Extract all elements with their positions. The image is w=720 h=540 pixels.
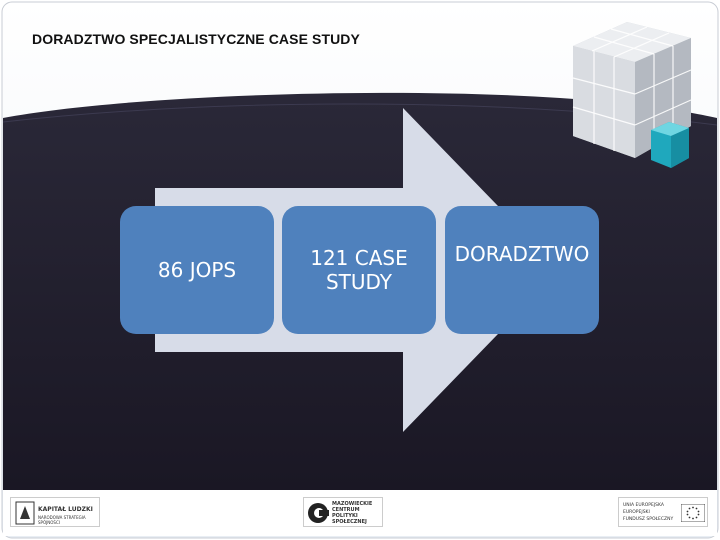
logo-center-line4: SPOŁECZNEJ <box>332 519 367 525</box>
slide-title: DORADZTWO SPECJALISTYCZNE CASE STUDY <box>32 31 360 47</box>
step-box-doradztwo: DORADZTWO <box>445 206 599 334</box>
logo-left-line1: KAPITAŁ LUDZKI <box>38 506 93 513</box>
kapital-ludzki-logo: KAPITAŁ LUDZKI NARODOWA STRATEGIA SPÓJNO… <box>10 497 100 527</box>
eu-logo: UNIA EUROPEJSKA EUROPEJSKI FUNDUSZ SPOŁE… <box>618 497 708 527</box>
mcps-emblem-icon <box>308 503 329 523</box>
eu-flag-icon <box>681 504 705 522</box>
kapital-ludzki-emblem-icon <box>15 501 35 525</box>
logo-center-line1: MAZOWIECKIE <box>332 501 373 507</box>
cubes-decoration-icon <box>572 22 692 168</box>
logo-center-line3: POLITYKI <box>332 513 358 519</box>
logo-right-line3: FUNDUSZ SPOŁECZNY <box>623 517 674 522</box>
step-box-case-study: 121 CASE STUDY <box>282 206 436 334</box>
logo-left-line2: NARODOWA STRATEGIA SPÓJNOŚCI <box>38 515 86 525</box>
logo-center-line2: CENTRUM <box>332 507 360 513</box>
step-box-jops: 86 JOPS <box>120 206 274 334</box>
logo-right-line2: EUROPEJSKI <box>623 510 650 515</box>
logo-right-line1: UNIA EUROPEJSKA <box>623 503 664 508</box>
mcps-logo: MAZOWIECKIE CENTRUM POLITYKI SPOŁECZNEJ <box>303 497 383 527</box>
